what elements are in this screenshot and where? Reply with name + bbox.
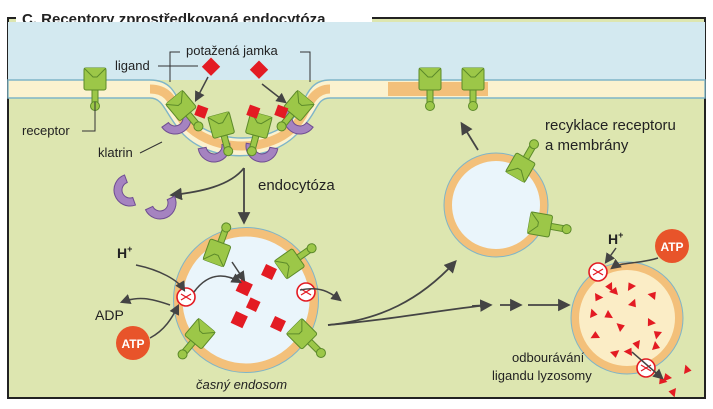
recycling-label-line2: a membrány [545, 137, 629, 154]
endocytosis-arrows [169, 167, 251, 225]
lysosome [570, 261, 684, 378]
recycling-vesicle [443, 134, 574, 258]
endocytosis-label: endocytóza [258, 177, 335, 194]
early-endosome [170, 218, 333, 373]
proton-label-endosome: H+ [117, 244, 132, 261]
clathrin-label: klatrin [98, 145, 133, 160]
adp-label: ADP [95, 307, 124, 323]
receptor-label: receptor [22, 123, 70, 138]
atp-arrow [149, 303, 180, 339]
atp-badge-lysosome: ATP [655, 229, 689, 263]
coated-pit-label: potažená jamka [186, 43, 279, 58]
endosome-arrows [119, 261, 342, 306]
atp-label-endosome: ATP [121, 337, 144, 351]
pathway-arrows [327, 121, 571, 326]
atp-badge-endosome: ATP [116, 326, 150, 360]
proton-label-lysosome: H+ [608, 230, 623, 247]
leader-lines [82, 51, 311, 154]
degradation-label-line2: ligandu lyzosomy [492, 368, 592, 383]
ligand-label: ligand [115, 58, 150, 73]
early-endosome-label: časný endosom [196, 377, 287, 392]
ligands-outside [194, 57, 289, 119]
atp-label-lysosome: ATP [660, 240, 683, 254]
degradation-label-line1: odbourávání [512, 350, 585, 365]
ligand-arrows [194, 76, 287, 104]
lysosome-arrows [604, 247, 664, 380]
recycling-label-line1: recyklace receptoru [545, 117, 676, 134]
